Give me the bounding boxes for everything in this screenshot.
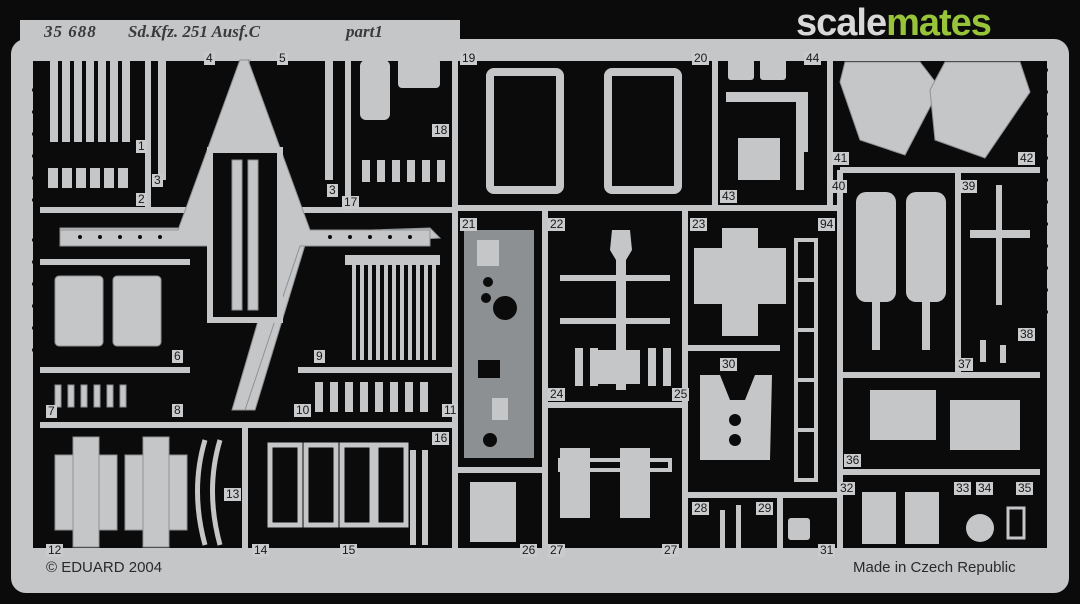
part-number: 13 xyxy=(224,487,242,501)
part-number: 28 xyxy=(692,501,710,515)
part-number: 40 xyxy=(830,179,848,193)
part-30 xyxy=(700,375,772,460)
part-28-29-31 xyxy=(720,505,810,550)
rod-parts xyxy=(410,450,428,545)
ladder-part xyxy=(794,238,818,482)
part-number: 29 xyxy=(756,501,774,515)
sheet-code: 35 688 xyxy=(44,22,97,41)
part-number: 41 xyxy=(832,151,850,165)
part-number: 42 xyxy=(1018,151,1036,165)
part-number: 7 xyxy=(46,404,57,418)
part-number: 27 xyxy=(548,543,566,557)
cross-part xyxy=(694,228,786,336)
part-number: 35 xyxy=(1016,481,1034,495)
dashboard-part xyxy=(464,230,534,458)
frame-holes xyxy=(32,68,1048,352)
part-number: 31 xyxy=(818,543,836,557)
part-number: 18 xyxy=(432,123,450,137)
part-number: 15 xyxy=(340,543,358,557)
part-number: 21 xyxy=(460,217,478,231)
part-number: 36 xyxy=(844,453,862,467)
part-number: 20 xyxy=(692,51,710,65)
part-number: 19 xyxy=(460,51,478,65)
sheet-part: part1 xyxy=(346,22,383,41)
part-number: 24 xyxy=(548,387,566,401)
part-number: 27 xyxy=(662,543,680,557)
mid-parts xyxy=(558,230,672,518)
part-number: 44 xyxy=(804,51,822,65)
part-number: 16 xyxy=(432,431,450,445)
part-number: 8 xyxy=(172,403,183,417)
part-number: 1 xyxy=(136,139,147,153)
part-number: 25 xyxy=(672,387,690,401)
origin-text: Made in Czech Republic xyxy=(853,559,1016,576)
part-number: 3 xyxy=(327,183,338,197)
part-number: 9 xyxy=(314,349,325,363)
part-number: 38 xyxy=(1018,327,1036,341)
watermark-word-b: mates xyxy=(886,2,992,44)
part-number: 39 xyxy=(960,179,978,193)
sprue-grid xyxy=(40,52,1040,560)
part-number: 23 xyxy=(690,217,708,231)
watermark-word-a: scale xyxy=(796,2,887,44)
right-mid-parts xyxy=(856,185,1030,544)
fret-frame xyxy=(11,20,1069,593)
hatch-panels xyxy=(54,275,188,548)
part-number: 30 xyxy=(720,357,738,371)
part-number: 22 xyxy=(548,217,566,231)
part-number: 26 xyxy=(520,543,538,557)
sheet-title: Sd.Kfz. 251 Ausf.C xyxy=(128,22,261,41)
part-number: 3 xyxy=(152,173,163,187)
grille-part xyxy=(315,58,445,412)
mudflap-parts xyxy=(839,61,1031,159)
part-number: 34 xyxy=(976,481,994,495)
strip-parts-1 xyxy=(48,52,333,188)
part-number: 43 xyxy=(720,189,738,203)
part-number: 37 xyxy=(956,357,974,371)
part-number: 12 xyxy=(46,543,64,557)
x-frame-rivets xyxy=(78,235,412,239)
part-number: 5 xyxy=(277,51,288,65)
part-number: 17 xyxy=(342,195,360,209)
panel-26 xyxy=(470,482,516,542)
copyright-text: © EDUARD 2004 xyxy=(46,559,163,576)
part-number: 11 xyxy=(442,403,459,417)
part-number: 10 xyxy=(294,403,312,417)
small-bits-top xyxy=(726,58,808,190)
part-number: 33 xyxy=(954,481,972,495)
door-frames xyxy=(486,68,682,194)
frame-parts xyxy=(195,439,409,546)
scalemates-watermark: scalemates xyxy=(796,2,992,45)
part-number: 14 xyxy=(252,543,270,557)
part-number: 6 xyxy=(172,349,183,363)
part-number: 2 xyxy=(136,192,147,206)
part-number: 94 xyxy=(818,217,836,231)
part-number: 4 xyxy=(204,51,215,65)
x-frame-part xyxy=(59,59,442,411)
part-number: 32 xyxy=(838,481,856,495)
